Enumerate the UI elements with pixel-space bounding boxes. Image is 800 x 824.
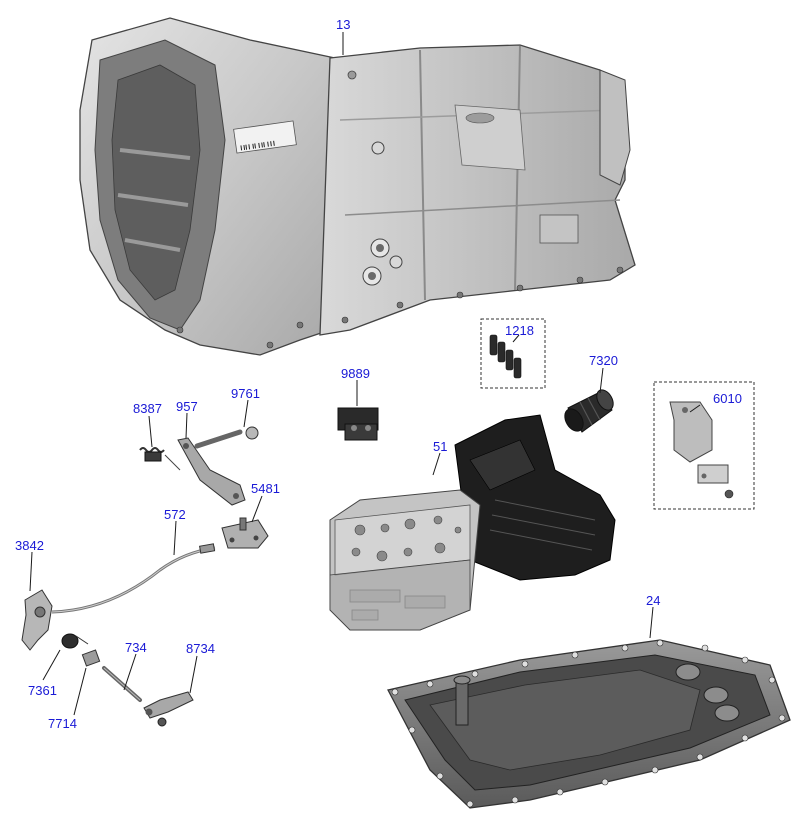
leader-9761 (243, 399, 249, 428)
part-9889-connector (337, 407, 379, 441)
callout-1218[interactable]: 1218 (505, 323, 534, 338)
leader-24 (649, 606, 654, 639)
leader-572 (173, 520, 177, 556)
callout-13[interactable]: 13 (336, 17, 351, 32)
part-734-rod (102, 666, 142, 702)
part-7714-sleeve (81, 649, 101, 667)
leader-3842 (29, 551, 33, 592)
callout-51[interactable]: 51 (433, 439, 448, 454)
part-8734-arm (143, 691, 194, 727)
part-957-lever (177, 437, 246, 506)
transmission-case (79, 17, 636, 356)
part-24-oil-pan (387, 639, 791, 809)
part-51-valve-body (329, 414, 616, 631)
part-3842-bracket (21, 589, 53, 651)
leader-8734 (189, 655, 198, 694)
callout-957[interactable]: 957 (176, 399, 198, 414)
callout-3842[interactable]: 3842 (15, 538, 44, 553)
leader-8387 (148, 415, 153, 448)
leader-6010 (689, 404, 701, 413)
leader-957 (185, 412, 188, 439)
leader-7714 (73, 667, 87, 716)
leader-51 (432, 452, 441, 476)
leader-734 (123, 653, 137, 691)
part-572-cable (51, 543, 216, 614)
callout-8387[interactable]: 8387 (133, 401, 162, 416)
callout-24[interactable]: 24 (646, 593, 661, 608)
callout-9761[interactable]: 9761 (231, 386, 260, 401)
callout-572[interactable]: 572 (164, 507, 186, 522)
callout-5481[interactable]: 5481 (251, 481, 280, 496)
part-7361-bushing (61, 633, 89, 649)
part-9761-pin (194, 426, 259, 449)
part-1218-group (480, 318, 546, 389)
leader-7361 (42, 649, 61, 681)
callout-9889[interactable]: 9889 (341, 366, 370, 381)
part-7320-sleeve (564, 389, 614, 433)
leader-5481 (251, 495, 263, 523)
callout-7714[interactable]: 7714 (48, 716, 77, 731)
part-6010-group (653, 381, 755, 510)
callout-734[interactable]: 734 (125, 640, 147, 655)
part-5481-bracket (221, 517, 269, 549)
leader-1218 (512, 334, 520, 343)
leader-lines (29, 32, 701, 716)
part-8387-spring (139, 447, 181, 471)
callout-7320[interactable]: 7320 (589, 353, 618, 368)
callout-8734[interactable]: 8734 (186, 641, 215, 656)
callout-7361[interactable]: 7361 (28, 683, 57, 698)
leader-7320 (599, 367, 604, 394)
callout-6010[interactable]: 6010 (713, 391, 742, 406)
